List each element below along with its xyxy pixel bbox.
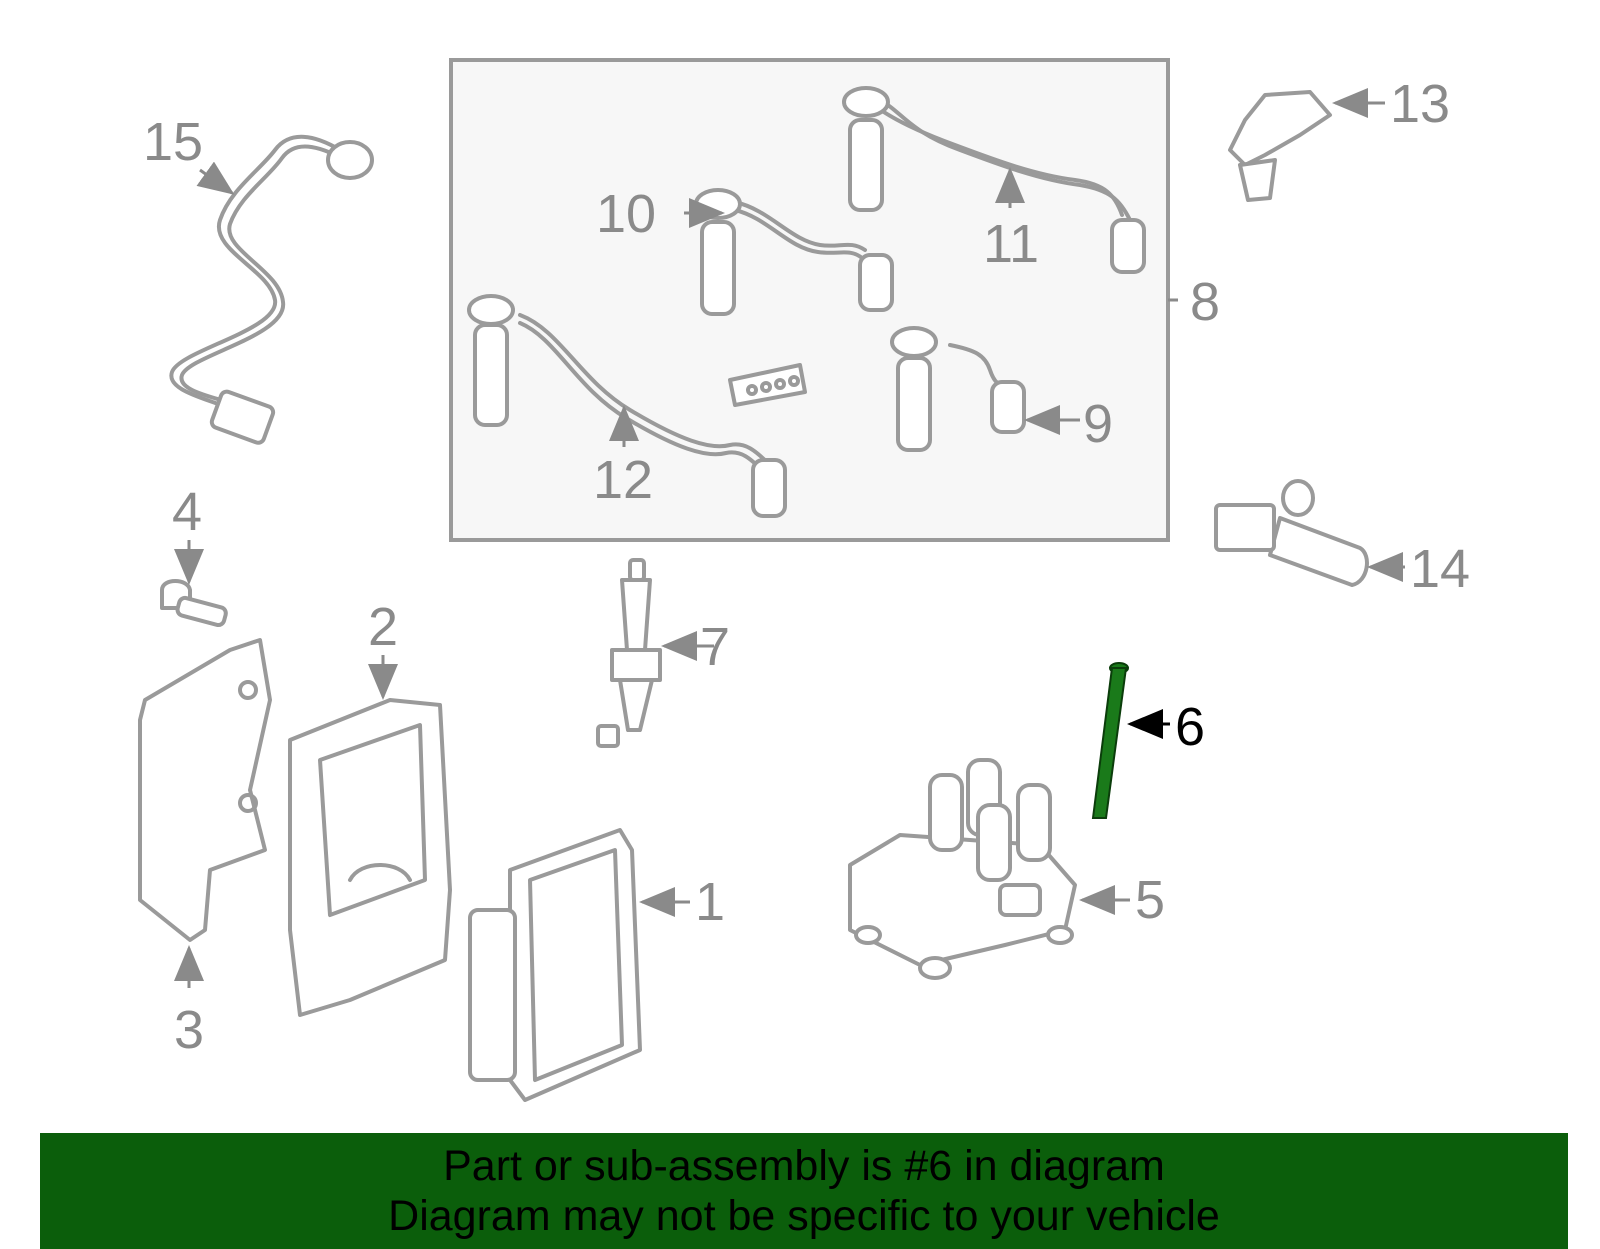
wire-separator-clip xyxy=(728,363,807,407)
callout-7: 7 xyxy=(700,617,730,677)
coil-bolt-6[interactable] xyxy=(1091,662,1129,819)
ignition-wire-10[interactable] xyxy=(694,188,894,316)
bolt-4[interactable] xyxy=(160,579,228,628)
ignition-coil-5[interactable] xyxy=(848,758,1077,980)
callout-14: 14 xyxy=(1410,539,1470,599)
ignition-wire-11[interactable] xyxy=(842,86,1146,274)
ignition-wire-12[interactable] xyxy=(467,294,787,518)
callout-3: 3 xyxy=(174,1000,204,1060)
ecm-bracket-3[interactable] xyxy=(138,638,272,942)
callout-arrows xyxy=(174,88,1405,988)
callout-15: 15 xyxy=(143,112,203,172)
notice-line-1: Part or sub-assembly is #6 in diagram xyxy=(443,1142,1165,1190)
callout-9: 9 xyxy=(1083,394,1113,454)
knock-sensor-harness[interactable] xyxy=(169,134,374,445)
callout-12: 12 xyxy=(593,450,653,510)
notice-line-2: Diagram may not be specific to your vehi… xyxy=(388,1192,1220,1240)
ignition-wire-9[interactable] xyxy=(890,326,1026,452)
spark-plug-7[interactable] xyxy=(596,558,662,748)
camshaft-sensor-13[interactable] xyxy=(1228,90,1332,202)
callout-8: 8 xyxy=(1190,272,1220,332)
callout-4: 4 xyxy=(172,482,202,542)
diagram-notice-banner: Part or sub-assembly is #6 in diagram Di… xyxy=(40,1133,1568,1249)
wire-set-box xyxy=(449,58,1170,542)
ecm-housing-2[interactable] xyxy=(288,698,452,1017)
crankshaft-sensor-14[interactable] xyxy=(1214,479,1369,587)
ecm-module-1[interactable] xyxy=(468,828,642,1102)
callout-13: 13 xyxy=(1390,74,1450,134)
callout-5: 5 xyxy=(1135,870,1165,930)
callout-10: 10 xyxy=(596,184,656,244)
callout-6: 6 xyxy=(1175,697,1205,757)
callout-1: 1 xyxy=(695,872,725,932)
callout-2: 2 xyxy=(368,597,398,657)
callout-11: 11 xyxy=(983,214,1039,274)
